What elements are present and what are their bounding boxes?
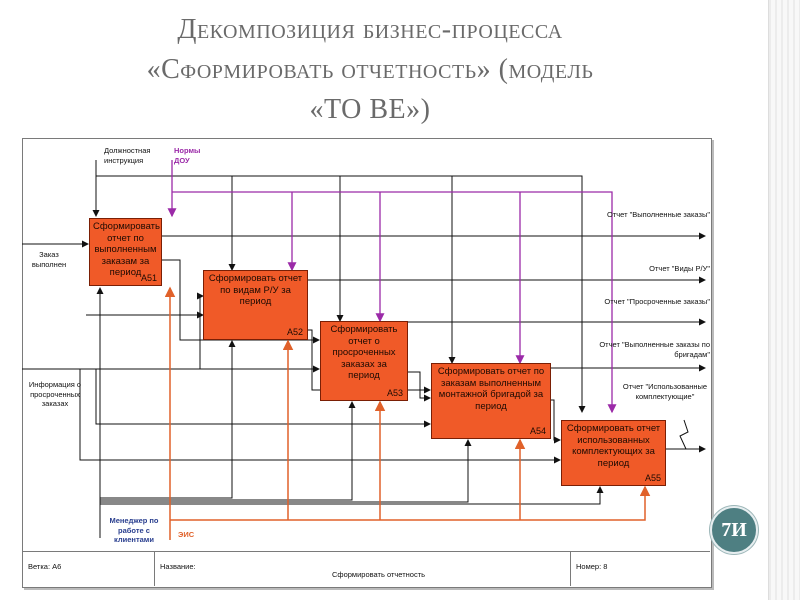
- activity-box-a51[interactable]: Сформировать отчет по выполненным заказа…: [89, 218, 162, 286]
- activity-box-a52[interactable]: Сформировать отчет по видам Р/У за перио…: [203, 270, 308, 340]
- mechanism-arrow: [99, 401, 356, 501]
- activity-label: Сформировать отчет о просроченных заказа…: [330, 324, 398, 381]
- footer-node: Ветка: A6: [28, 562, 62, 571]
- mechanism-arrow: [99, 439, 472, 503]
- input-arrow: [22, 292, 204, 370]
- output-label-2: Отчет "Виды Р/У": [649, 264, 710, 273]
- activity-box-a55[interactable]: Сформировать отчет использованных компле…: [561, 420, 666, 486]
- title-line-2: «Сформировать отчетность» (модель: [146, 54, 594, 85]
- title-line-1: Декомпозиция бизнес-процесса: [177, 14, 563, 45]
- activity-box-a53[interactable]: Сформировать отчет о просроченных заказа…: [320, 321, 408, 401]
- slide-title: Декомпозиция бизнес-процесса «Сформирова…: [60, 10, 680, 130]
- link-arrow: [160, 259, 204, 319]
- title-line-3: «TO BE»): [309, 94, 431, 125]
- decorative-ribbon: [768, 0, 800, 600]
- norms-control-arrow: [172, 191, 617, 414]
- activity-number: A54: [529, 425, 546, 436]
- link-arrow: [86, 314, 320, 344]
- footer-name-value: Сформировать отчетность: [332, 570, 426, 579]
- output-label-5: Отчет "Использованные комплектующие": [622, 382, 708, 401]
- diagram-footer: Ветка: A6 Название: Сформировать отчетно…: [22, 551, 710, 586]
- control-label-norms: Нормы ДОУ: [174, 146, 201, 165]
- footer-number: Номер: 8: [576, 562, 608, 571]
- mechanism-label-manager: Менеджер по работе с клиентами: [109, 516, 159, 544]
- mechanism-arrow: [99, 486, 604, 505]
- control-arrow: [95, 160, 586, 413]
- activity-label: Сформировать отчет использованных компле…: [566, 423, 661, 469]
- mechanism-label-eis: ЭИС: [178, 530, 195, 539]
- output-label-3: Отчет "Просроченные заказы": [604, 297, 710, 306]
- input-label-overdue-info: Информация о просроченных заказах: [28, 380, 82, 408]
- slide-number-badge: 7И: [710, 506, 758, 554]
- link-arrow: [408, 371, 431, 402]
- activity-label: Сформировать отчет по заказам выполненны…: [437, 366, 545, 412]
- activity-number: A52: [286, 326, 303, 337]
- activity-number: A55: [644, 472, 661, 483]
- activity-number: A51: [140, 272, 157, 283]
- footer-name-label: Название:: [160, 562, 196, 571]
- output-label-4: Отчет "Выполненные заказы по бригадам": [599, 340, 710, 359]
- output-squiggle: [679, 419, 689, 450]
- output-label-1: Отчет "Выполненные заказы": [607, 210, 710, 219]
- control-label-instruction: Должностная инструкция: [104, 146, 151, 165]
- activity-label: Сформировать отчет по выполненным заказа…: [93, 221, 160, 278]
- activity-label: Сформировать отчет по видам Р/У за перио…: [208, 273, 303, 307]
- link-arrow: [550, 399, 561, 444]
- eis-mechanism-arrow: [170, 485, 651, 521]
- activity-box-a54[interactable]: Сформировать отчет по заказам выполненны…: [431, 363, 551, 439]
- mechanism-arrow: [99, 340, 236, 538]
- input-arrow: [22, 368, 431, 428]
- input-label-order: Заказ выполнен: [31, 250, 67, 269]
- activity-number: A53: [386, 387, 403, 398]
